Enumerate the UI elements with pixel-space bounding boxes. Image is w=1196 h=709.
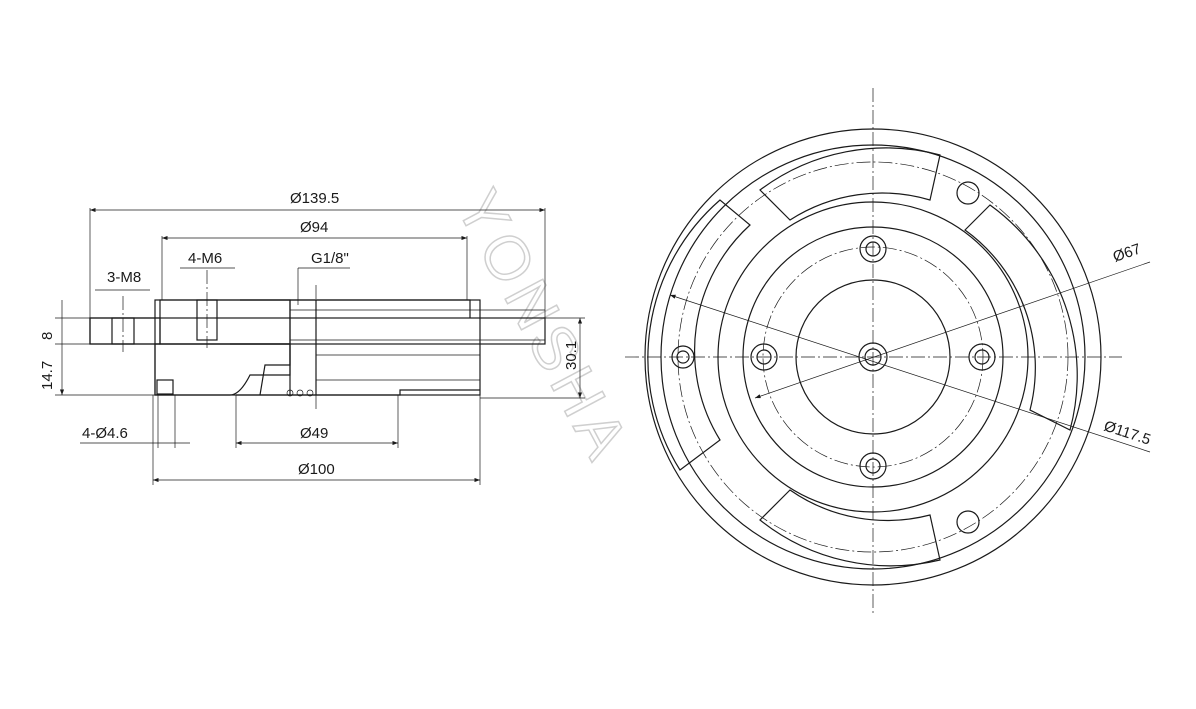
dim-tapped-holes: 4-M6: [188, 250, 222, 267]
watermark: YONSHA: [443, 179, 644, 474]
slot-left: [647, 199, 751, 471]
body-hatch-lower: [154, 343, 291, 396]
dim-mount-holes: 4-Ø4.6: [82, 425, 128, 442]
bolt-holes: [750, 235, 996, 480]
dim-height-lower: 14.7: [39, 361, 56, 390]
mount-hole: [671, 345, 695, 369]
dim-body-dia: Ø100: [298, 461, 335, 478]
dim-total-height: 30.1: [563, 341, 580, 370]
seal: [156, 379, 174, 395]
slot-right-upper: [964, 204, 1078, 431]
dim-bolt-circle: Ø94: [300, 219, 328, 236]
front-view: Ø67 Ø117.5: [625, 88, 1153, 615]
mount-hole: [956, 510, 980, 534]
bore-circle: [795, 279, 951, 435]
cap-outline: [240, 299, 471, 318]
slot-bottom: [759, 489, 941, 567]
body-circle: [717, 201, 1029, 513]
slot-top: [759, 147, 941, 221]
flange-hatch-left: [89, 317, 161, 345]
dim-port: G1/8": [311, 250, 349, 267]
body-hatch-upper: [159, 299, 291, 345]
dim-flange-thickness: 8: [39, 332, 56, 340]
dim-flange-threads: 3-M8: [107, 269, 141, 286]
dim-inner-circle: Ø67: [1111, 240, 1143, 265]
side-section-view: [89, 270, 546, 410]
dim-bore-dia: Ø49: [300, 425, 328, 442]
dim-overall-dia: Ø139.5: [290, 190, 339, 207]
body-outline: [154, 299, 481, 396]
dim-outer-circle: Ø117.5: [1102, 418, 1153, 449]
side-dimensions: Ø139.5 Ø94 4-M6 G1/8" 3-M8 8 14.7 30.1 4…: [39, 190, 585, 485]
mount-hole: [956, 181, 980, 205]
outer-circle: [644, 128, 1102, 586]
